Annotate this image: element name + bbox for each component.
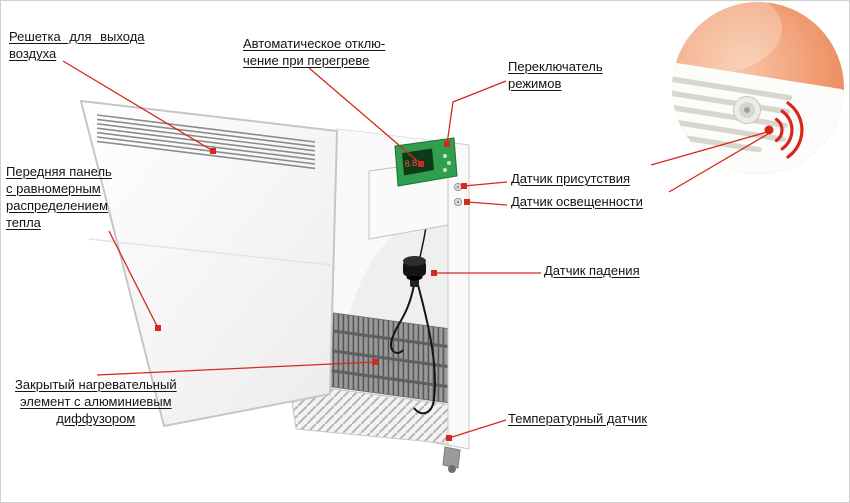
marker-temp-sensor [446,435,452,441]
front-panel-crease [88,238,332,266]
leader-heating-element [96,361,376,376]
wifi-signal-arcs [774,101,804,159]
leader-front-panel [108,230,159,329]
marker-fall-sensor [431,270,437,276]
marker-air-grille [210,148,216,154]
inset-sensor-marker-dot [764,125,774,135]
marker-front-panel [155,325,161,331]
heater-foot [442,446,461,473]
marker-presence-sensor [461,183,467,189]
inset-zoom-circle [672,2,844,174]
label-temp-sensor: Температурный датчик [508,411,648,426]
leader-mode-switch [446,80,507,145]
heater-illustration: 8.8 [80,100,470,473]
marker-light-sensor [464,199,470,205]
front-panel [80,100,338,427]
marker-mode-switch [444,141,450,147]
display-digits: 8.8 [404,158,418,169]
leader-temp-sensor [448,419,507,439]
display-button [447,161,451,165]
fall-sensor-knob [403,256,426,287]
marker-heating-element [372,359,378,365]
leader-auto-off [308,67,422,165]
inset-sensor [733,96,761,124]
inset-glare [672,2,782,75]
label-front-panel: Передняя панель с равномерным распределе… [6,164,112,230]
presence-sensor-dot [453,182,463,192]
label-fall-sensor: Датчик падения [544,263,640,278]
label-auto-off: Автоматическое отклю- чение при перегрев… [243,36,386,68]
label-mode-switch: Переключатель режимов [508,59,603,91]
inset-panel-corner [672,58,844,174]
leader-presence-sensor [463,181,508,187]
inset-link-lines [650,131,769,193]
label-presence-sensor: Датчик присутствия [511,171,631,186]
label-light-sensor: Датчик освещенности [511,194,643,209]
display-button [443,154,447,158]
leader-light-sensor [466,201,508,206]
marker-auto-off [418,161,424,167]
leader-air-grille [62,60,214,152]
callout-markers [155,141,470,441]
light-sensor-dot [453,197,463,207]
leader-lines [62,60,541,439]
right-side-strip [447,141,470,450]
label-air-grille: Решетка для выхода воздуха [9,29,145,61]
label-heating-element: Закрытый нагревательный элемент с алюмин… [15,377,177,426]
display-button [443,168,447,172]
air-grille-slats [96,114,316,170]
